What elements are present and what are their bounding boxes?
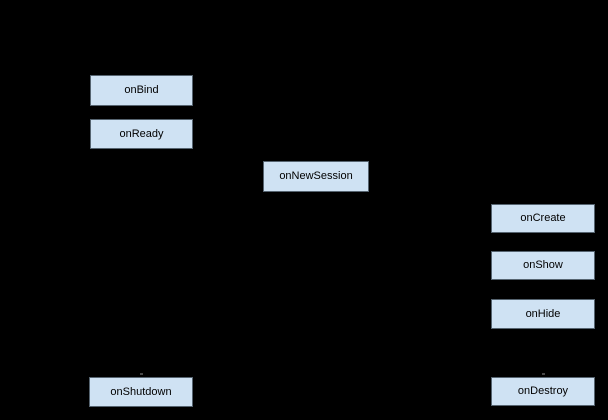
node-onshutdown-label: onShutdown <box>110 385 172 398</box>
node-onhide: onHide <box>491 299 595 329</box>
node-onnewsession-label: onNewSession <box>279 170 353 182</box>
node-onbind: onBind <box>90 75 193 106</box>
node-onready-label: onReady <box>119 127 164 140</box>
node-oncreate: onCreate <box>491 204 595 233</box>
node-ondestroy: onDestroy <box>491 377 595 406</box>
node-onshow: onShow <box>491 251 595 280</box>
arrowhead-artifact <box>542 373 545 375</box>
node-onhide-label: onHide <box>525 307 561 320</box>
node-ondestroy-label: onDestroy <box>517 385 569 397</box>
arrowhead-artifact <box>140 373 143 375</box>
node-onshutdown: onShutdown <box>89 377 193 407</box>
node-onshow-label: onShow <box>523 259 563 271</box>
node-onnewsession: onNewSession <box>263 161 369 192</box>
node-onbind-label: onBind <box>124 84 159 96</box>
node-oncreate-label: onCreate <box>520 212 566 224</box>
node-onready: onReady <box>90 119 193 149</box>
